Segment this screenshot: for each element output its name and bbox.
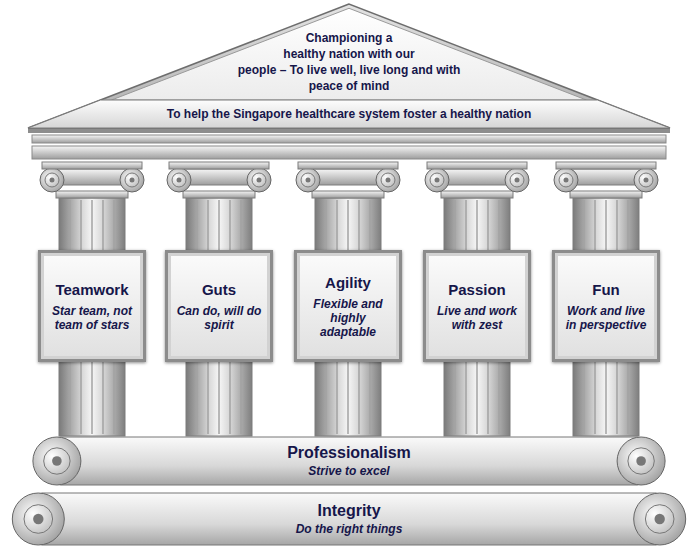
step-scroll (52, 456, 62, 466)
mission-text: Championing a healthy nation with our pe… (28, 4, 670, 94)
value-description: Can do, will do spirit (175, 304, 263, 332)
pediment-text-area: Championing a healthy nation with our pe… (28, 4, 670, 100)
step-scroll (645, 505, 674, 534)
step-scroll (628, 448, 654, 474)
entablature-strip (32, 146, 666, 159)
step-scroll (33, 437, 81, 485)
base-step: ProfessionalismStrive to excel (38, 434, 660, 488)
frieze-outline (28, 100, 670, 128)
step-scroll (617, 437, 665, 485)
base-heading: Integrity (18, 501, 680, 520)
step-scroll (636, 456, 646, 466)
step-scroll (655, 514, 665, 524)
vision-text: To help the Singapore healthcare system … (28, 100, 670, 128)
step-scroll (33, 514, 43, 524)
step-scroll (12, 493, 64, 545)
base-description: Strive to excel (38, 464, 660, 479)
value-description: Live and work with zest (433, 304, 521, 332)
value-pillar-box: PassionLive and work with zest (423, 250, 531, 362)
value-pillar-box: TeamworkStar team, not team of stars (38, 250, 146, 362)
base-step: Integrity Do the right things (18, 490, 680, 548)
value-pillar-box: GutsCan do, will do spirit (165, 250, 273, 362)
value-pillar-box: FunWork and live in perspective (552, 250, 660, 362)
base-heading: Professionalism (38, 443, 660, 462)
value-heading: Guts (175, 281, 263, 299)
step-scroll (634, 493, 686, 545)
step-scroll (24, 505, 53, 534)
frieze-band: To help the Singapore healthcare system … (28, 100, 670, 128)
value-heading: Fun (562, 281, 650, 299)
value-pillar-box: AgilityFlexible and highly adaptable (294, 250, 402, 362)
value-description: Work and live in perspective (562, 304, 650, 332)
pediment-outline (28, 4, 670, 128)
step-scroll (44, 448, 70, 474)
value-description: Flexible and highly adaptable (304, 297, 392, 339)
value-heading: Agility (304, 274, 392, 292)
base-description: Do the right things (18, 522, 680, 537)
pediment: To help the Singapore healthcare system … (28, 4, 670, 128)
value-heading: Passion (433, 281, 521, 299)
value-heading: Teamwork (48, 281, 136, 299)
value-description: Star team, not team of stars (48, 304, 136, 332)
entablature-strip (32, 135, 666, 143)
